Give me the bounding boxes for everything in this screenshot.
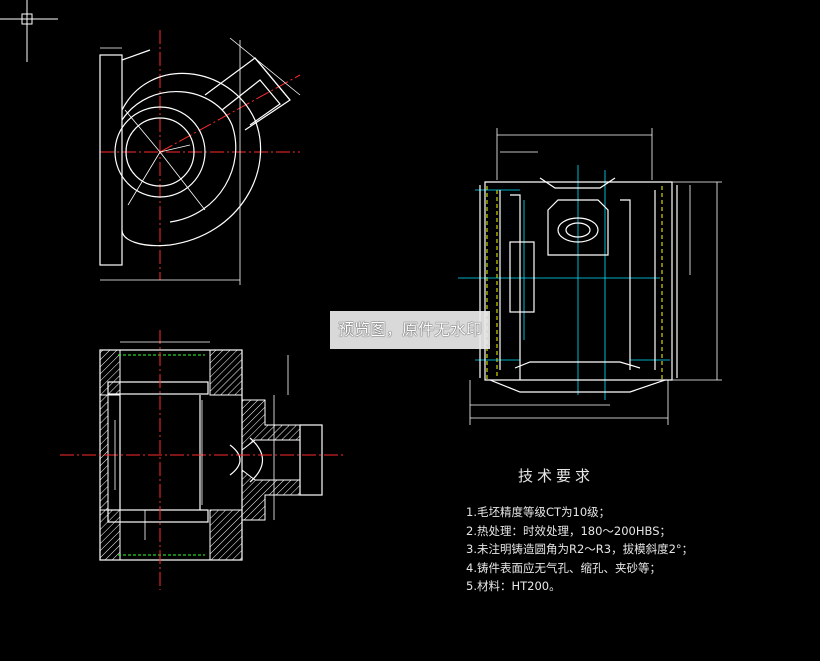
tech-requirements-list: 1.毛坯精度等级CT为10级； 2.热处理：时效处理，180～200HBS； 3…: [466, 503, 693, 596]
top-left-view: [99, 30, 301, 285]
tech-requirement-item: 2.热处理：时效处理，180～200HBS；: [466, 523, 672, 538]
tech-requirements-title: 技术要求: [518, 467, 595, 485]
tech-requirement-item: 4.铸件表面应无气孔、缩孔、夹砂等；: [466, 560, 661, 575]
preview-watermark: 预览图，原件无水印: [330, 311, 490, 349]
tech-requirement-item: 3.未注明铸造圆角为R2～R3，拔模斜度2°；: [466, 542, 694, 556]
right-top-view: [458, 128, 722, 425]
bottom-left-section-view: [60, 330, 345, 590]
tech-requirement-item: 5.材料：HT200。: [466, 579, 561, 593]
tech-requirement-item: 1.毛坯精度等级CT为10级；: [466, 505, 611, 519]
crosshair-cursor-icon: [0, 0, 58, 62]
